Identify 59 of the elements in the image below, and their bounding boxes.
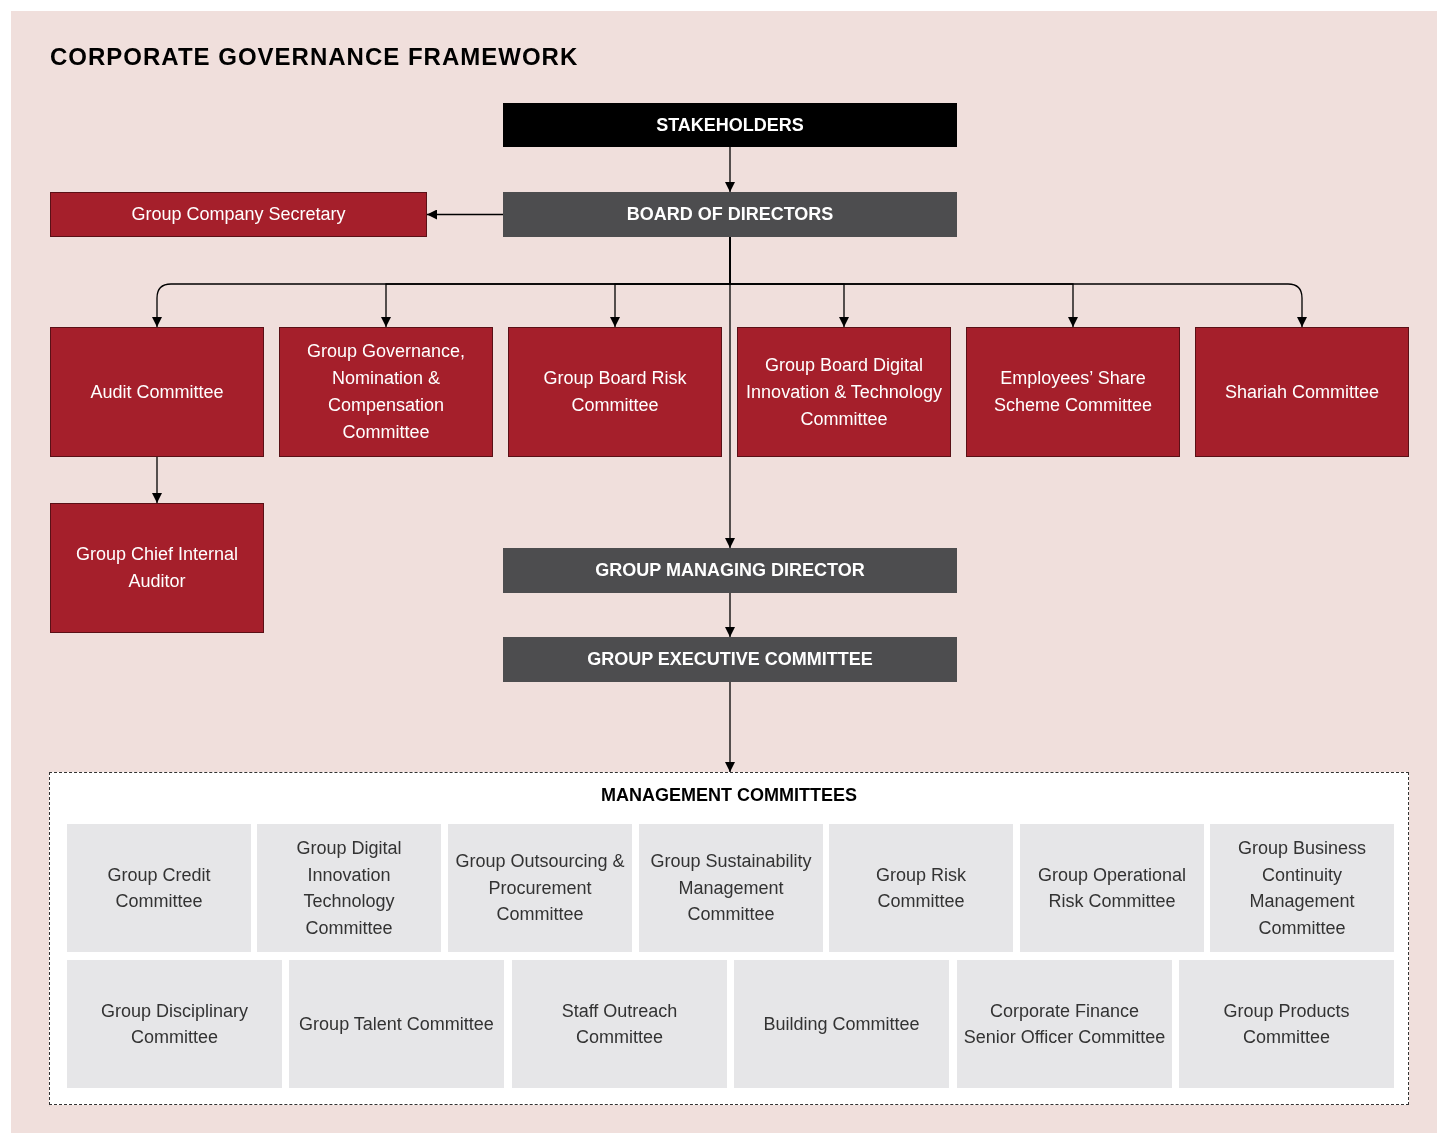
committee-box bbox=[512, 960, 727, 1088]
node-label: Staff Outreach Committee bbox=[560, 999, 679, 1049]
committee-box bbox=[734, 960, 949, 1088]
committee-box bbox=[1020, 824, 1204, 952]
node-label: Group Board Digital Innovation & Technology Committee bbox=[746, 353, 942, 431]
node-label: Group Credit Committee bbox=[106, 863, 212, 913]
node-label: Group Risk Committee bbox=[875, 863, 967, 913]
node-label: Employees’ Share Scheme Committee bbox=[992, 367, 1154, 417]
node-label: Group Digital Innovation Technology Committee bbox=[295, 837, 403, 940]
committee-box bbox=[67, 960, 282, 1088]
node-label: Group Business Continuity Management Committee bbox=[1236, 837, 1368, 940]
diagram-title: CORPORATE GOVERNANCE FRAMEWORK bbox=[50, 43, 579, 71]
node-label: Corporate Finance Senior Officer Committee bbox=[963, 999, 1166, 1049]
arrow bbox=[725, 236, 735, 549]
arrow bbox=[152, 456, 162, 504]
node-label: Group Governance, Nomination & Compensation Committee bbox=[305, 340, 467, 444]
committee-box bbox=[50, 503, 264, 633]
node-label: Audit Committee bbox=[90, 380, 224, 404]
node-label: Shariah Committee bbox=[1224, 380, 1380, 404]
title-bar bbox=[503, 637, 957, 682]
committee-box bbox=[1210, 824, 1394, 952]
node-label: Group Outsourcing & Procurement Committee bbox=[454, 850, 626, 927]
node-label: Group Sustainability Management Committee bbox=[649, 850, 813, 927]
committee-box bbox=[257, 824, 441, 952]
arrow bbox=[426, 209, 504, 220]
node-label: Group Products Committee bbox=[1222, 999, 1351, 1049]
title-bar bbox=[503, 192, 957, 237]
node-label: GROUP EXECUTIVE COMMITTEE bbox=[587, 649, 873, 670]
group-container bbox=[49, 772, 1409, 1105]
node-label: Group Company Secretary bbox=[131, 203, 346, 226]
node-label: Building Committee bbox=[763, 1012, 920, 1036]
committee-box bbox=[966, 327, 1180, 457]
title-bar bbox=[503, 548, 957, 593]
node-label: MANAGEMENT COMMITTEES bbox=[601, 785, 857, 806]
node-label: BOARD OF DIRECTORS bbox=[626, 204, 834, 225]
node-label: Group Board Risk Committee bbox=[542, 367, 688, 417]
committee-box bbox=[1179, 960, 1394, 1088]
title-bar bbox=[503, 103, 957, 147]
node-label: Group Talent Committee bbox=[299, 1012, 494, 1036]
committee-box bbox=[508, 327, 722, 457]
node-label: STAKEHOLDERS bbox=[656, 114, 804, 136]
arrow bbox=[725, 681, 735, 773]
committee-box bbox=[50, 192, 427, 237]
committee-box bbox=[1195, 327, 1409, 457]
committee-box bbox=[737, 327, 951, 457]
node-label: Group Disciplinary Committee bbox=[99, 999, 250, 1049]
node-label: Group Operational Risk Committee bbox=[1036, 863, 1188, 913]
committee-box bbox=[67, 824, 251, 952]
arrow bbox=[725, 146, 735, 193]
arrow bbox=[725, 592, 735, 638]
committee-box bbox=[279, 327, 493, 457]
node-label: Group Chief Internal Auditor bbox=[74, 543, 240, 593]
committee-box bbox=[289, 960, 504, 1088]
node-label: GROUP MANAGING DIRECTOR bbox=[595, 560, 865, 581]
committee-box bbox=[448, 824, 632, 952]
committee-box bbox=[829, 824, 1013, 952]
committee-box bbox=[639, 824, 823, 952]
committee-box bbox=[50, 327, 264, 457]
committee-box bbox=[957, 960, 1172, 1088]
